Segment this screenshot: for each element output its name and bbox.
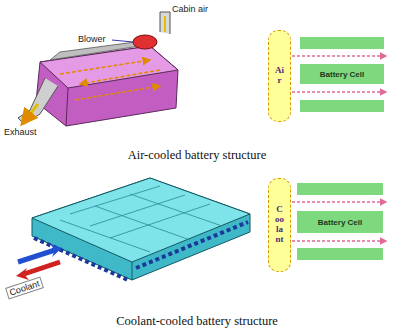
coolant-box: Coolant <box>268 178 291 272</box>
air-cell-panel <box>292 37 386 112</box>
part-label: Exhaust <box>4 127 37 137</box>
part-label: Coolant <box>5 277 44 300</box>
node-text: Battery Cell <box>318 218 362 227</box>
part-label: Blower <box>78 34 106 44</box>
battery-cell-bar: Battery Cell <box>297 211 383 233</box>
coolant-cooled-pack <box>16 178 250 280</box>
caption-text: Coolant-cooled battery structure <box>116 314 278 329</box>
coolant-cell-panel <box>292 183 386 260</box>
air-cooled-pack <box>18 12 178 126</box>
node-text: Coolant <box>275 205 284 245</box>
air-box: Air <box>268 30 291 122</box>
battery-cell-bar: Battery Cell <box>300 64 384 84</box>
node-text: Battery Cell <box>320 70 364 79</box>
part-label: Cabin air <box>172 4 208 14</box>
caption-text: Air-cooled battery structure <box>128 148 267 163</box>
node-text: Air <box>275 66 284 86</box>
